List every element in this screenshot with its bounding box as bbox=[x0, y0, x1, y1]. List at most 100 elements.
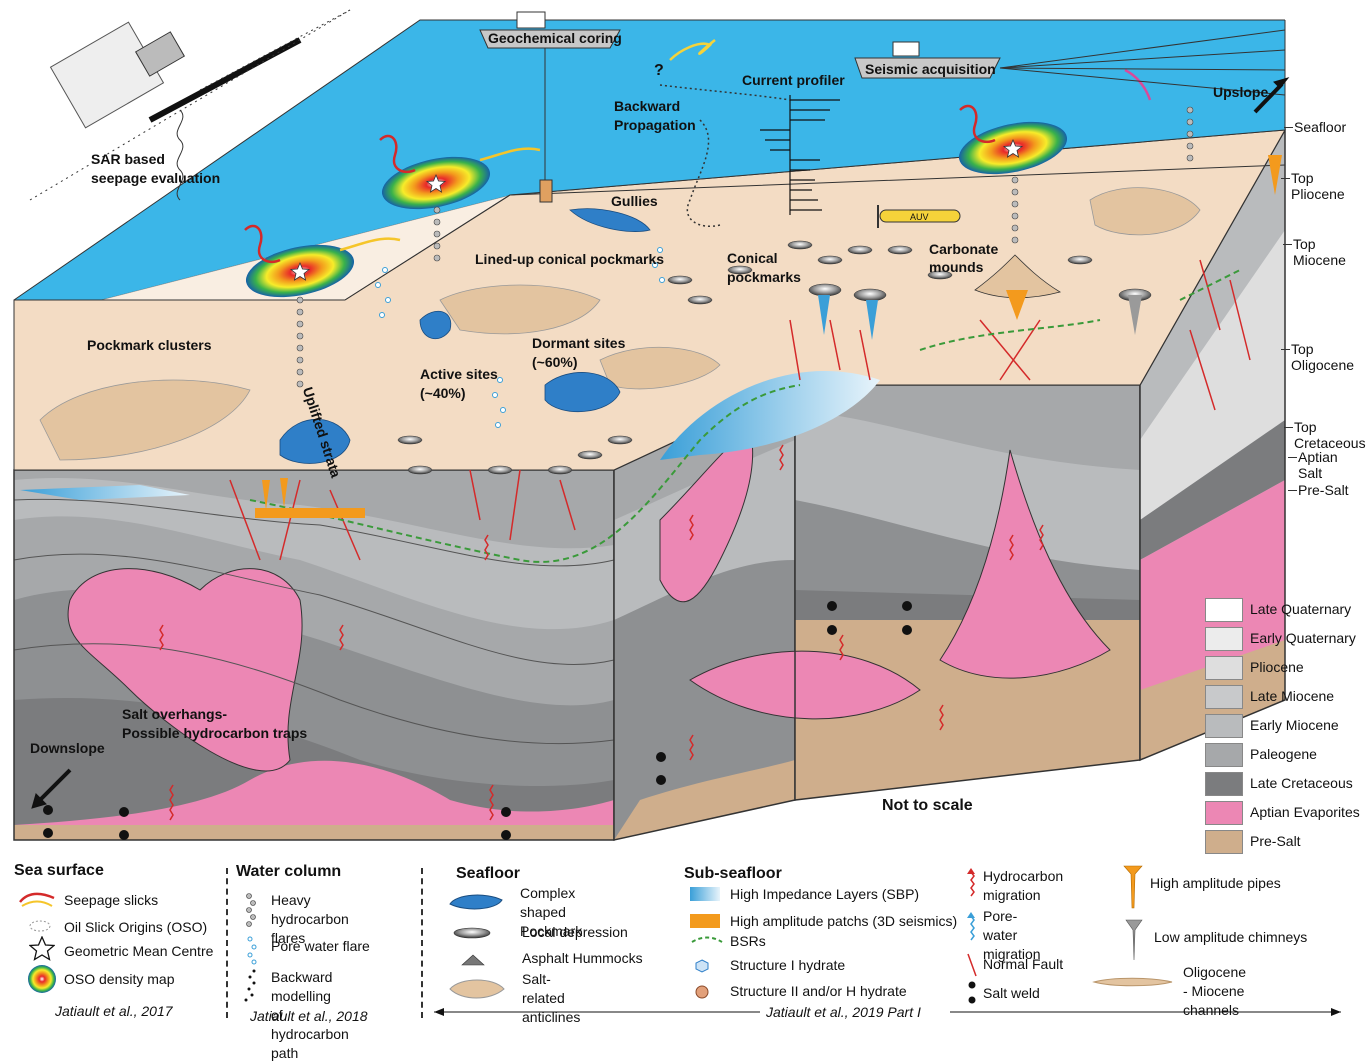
layer-label: Early Quaternary bbox=[1250, 630, 1356, 646]
label-current-profiler: Current profiler bbox=[742, 72, 845, 89]
layer-swatch bbox=[1205, 772, 1243, 796]
high-impedance-icon bbox=[690, 887, 720, 901]
horizon-tick bbox=[1281, 349, 1290, 350]
horizon-tick bbox=[1281, 178, 1290, 179]
label-downslope: Downslope bbox=[30, 740, 105, 757]
complex-pockmark-icon bbox=[446, 890, 506, 914]
citation-2019: Jatiault et al., 2019 Part I bbox=[766, 1004, 921, 1020]
layer-swatch bbox=[1205, 714, 1243, 738]
horizon-label: Top Pliocene bbox=[1291, 170, 1345, 202]
legend-item: High Impedance Layers (SBP) bbox=[730, 885, 919, 904]
legend-item: Hydrocarbon migration bbox=[983, 867, 1063, 905]
legend-item: BSRs bbox=[730, 932, 766, 951]
horizon-label: Top Miocene bbox=[1293, 236, 1346, 268]
legend-item: Normal Fault bbox=[983, 955, 1063, 974]
legend-item: Pore water flare bbox=[271, 937, 370, 956]
layer-swatch bbox=[1205, 830, 1243, 854]
horizon-tick bbox=[1288, 457, 1297, 458]
label-dormant-2: (~60%) bbox=[532, 354, 578, 371]
high-amplitude-patch bbox=[255, 508, 365, 518]
legend-item: Structure I hydrate bbox=[730, 956, 845, 975]
label-backward-2: Propagation bbox=[614, 117, 696, 134]
label-salt-overhangs-1: Salt overhangs- bbox=[122, 706, 227, 723]
legend-item: Oil Slick Origins (OSO) bbox=[64, 918, 207, 937]
high-amplitude-pipe-icon bbox=[1122, 864, 1144, 910]
seepage-slick-icon bbox=[18, 888, 56, 910]
label-geochemical-coring: Geochemical coring bbox=[488, 30, 622, 46]
local-depression-icon bbox=[452, 926, 492, 940]
layer-label: Paleogene bbox=[1250, 746, 1317, 762]
layer-label: Late Quaternary bbox=[1250, 601, 1351, 617]
label-conical-2: pockmarks bbox=[727, 269, 801, 286]
label-salt-overhangs-2: Possible hydrocarbon traps bbox=[122, 725, 307, 742]
pore-water-flare-icon bbox=[246, 935, 258, 965]
horizon-tick bbox=[1284, 127, 1293, 128]
low-amplitude-chimney-icon bbox=[1124, 918, 1144, 962]
label-active-1: Active sites bbox=[420, 366, 498, 383]
legend-item: High amplitude pipes bbox=[1150, 874, 1281, 893]
salt-weld-icon bbox=[966, 980, 978, 1006]
legend-separator bbox=[421, 868, 423, 1018]
label-active-2: (~40%) bbox=[420, 385, 466, 402]
label-lined-up: Lined-up conical pockmarks bbox=[475, 251, 664, 268]
oso-density-icon bbox=[25, 964, 59, 994]
star-icon bbox=[29, 936, 55, 962]
legend-item: Salt weld bbox=[983, 984, 1040, 1003]
legend-item: High amplitude patchs (3D seismics) bbox=[730, 912, 957, 931]
hydrocarbon-migration-icon bbox=[964, 866, 978, 898]
layer-swatch bbox=[1205, 627, 1243, 651]
asphalt-hummock-icon bbox=[460, 953, 486, 967]
legend-item: Structure II and/or H hydrate bbox=[730, 982, 907, 1001]
citation-2018: Jatiault et al., 2018 bbox=[250, 1008, 368, 1024]
legend-separator bbox=[226, 868, 228, 1018]
label-backward-1: Backward bbox=[614, 98, 680, 115]
legend-item: OSO density map bbox=[64, 970, 175, 989]
sar-arrow bbox=[200, 10, 350, 90]
normal-fault-icon bbox=[964, 952, 980, 978]
horizon-tick bbox=[1288, 490, 1297, 491]
layer-swatch bbox=[1205, 656, 1243, 680]
legend-water-column-title: Water column bbox=[236, 863, 341, 881]
label-dormant-1: Dormant sites bbox=[532, 335, 625, 352]
layer-swatch bbox=[1205, 743, 1243, 767]
label-seismic-acquisition: Seismic acquisition bbox=[865, 61, 996, 77]
structure-ii-hydrate-icon bbox=[695, 985, 709, 999]
layer-swatch bbox=[1205, 801, 1243, 825]
label-question: ? bbox=[654, 62, 664, 79]
layer-swatch bbox=[1205, 598, 1243, 622]
legend-item: Local depression bbox=[522, 923, 628, 942]
pore-water-migration-icon bbox=[964, 910, 978, 942]
legend-item: Seepage slicks bbox=[64, 891, 158, 910]
horizon-label: Seafloor bbox=[1294, 119, 1346, 135]
horizon-label: Pre-Salt bbox=[1298, 482, 1349, 498]
legend-item: Geometric Mean Centre bbox=[64, 942, 213, 961]
layer-label: Pre-Salt bbox=[1250, 833, 1301, 849]
label-sar-1: SAR based bbox=[91, 151, 165, 168]
backward-modelling-icon bbox=[242, 968, 260, 1004]
legend-item: Low amplitude chimneys bbox=[1154, 928, 1307, 947]
layer-label: Late Miocene bbox=[1250, 688, 1334, 704]
bsr-icon bbox=[690, 934, 724, 946]
layer-label: Early Miocene bbox=[1250, 717, 1339, 733]
structure-i-hydrate-icon bbox=[695, 959, 709, 973]
label-pockmark-clusters: Pockmark clusters bbox=[87, 337, 212, 354]
legend-sea-surface-title: Sea surface bbox=[14, 862, 104, 880]
label-upslope: Upslope bbox=[1213, 84, 1268, 101]
horizon-label: Top Cretaceous bbox=[1294, 419, 1366, 451]
layer-label: Aptian Evaporites bbox=[1250, 804, 1360, 820]
horizon-tick bbox=[1283, 244, 1292, 245]
label-conical-1: Conical bbox=[727, 250, 778, 267]
salt-anticline-icon bbox=[446, 975, 508, 1003]
legend-item: Asphalt Hummocks bbox=[522, 949, 643, 968]
layer-label: Late Cretaceous bbox=[1250, 775, 1353, 791]
label-sar-2: seepage evaluation bbox=[91, 170, 220, 187]
legend-seafloor-title: Seafloor bbox=[456, 865, 520, 883]
front-section bbox=[14, 470, 614, 840]
citation-2017: Jatiault et al., 2017 bbox=[55, 1003, 173, 1019]
horizon-label: Top Oligocene bbox=[1291, 341, 1354, 373]
horizon-label: Aptian Salt bbox=[1298, 449, 1338, 481]
label-gullies: Gullies bbox=[611, 193, 658, 210]
legend-sub-seafloor-title: Sub-seafloor bbox=[684, 865, 782, 883]
high-amplitude-patch-icon bbox=[690, 914, 720, 928]
channels-icon bbox=[1092, 973, 1174, 991]
